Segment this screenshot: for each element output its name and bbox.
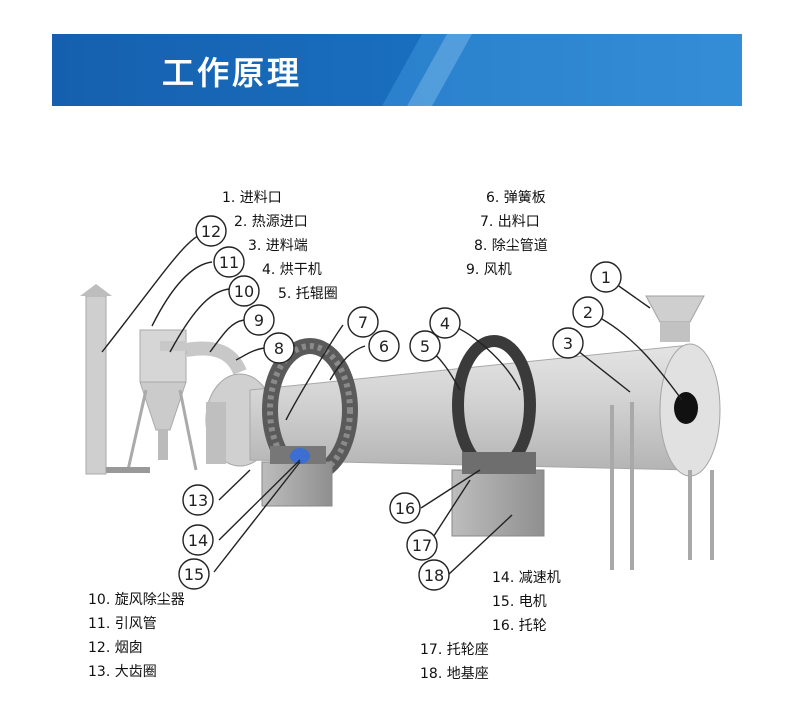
legend-item: 1. 进料口 bbox=[222, 190, 282, 206]
legend-group-top-right: 6. 弹簧板 7. 出料口 8. 除尘管道 9. 风机 bbox=[466, 186, 548, 282]
callout-circle-15 bbox=[178, 558, 210, 590]
callout-circle-6 bbox=[368, 330, 400, 362]
legend-item: 12. 烟囱 bbox=[88, 640, 143, 656]
legend-item: 16. 托轮 bbox=[492, 618, 547, 634]
callout-number-7: 7 bbox=[358, 313, 368, 332]
legend-item: 18. 地基座 bbox=[420, 666, 489, 682]
legend-item: 6. 弹簧板 bbox=[486, 190, 546, 206]
callout-number-15: 15 bbox=[184, 565, 204, 584]
feed-end-supports bbox=[610, 402, 714, 570]
callout-number-3: 3 bbox=[563, 334, 573, 353]
callout-circle-5 bbox=[409, 330, 441, 362]
callout-circle-2 bbox=[572, 296, 604, 328]
callout-number-5: 5 bbox=[420, 337, 430, 356]
callout-circle-10 bbox=[228, 275, 260, 307]
legend-item: 3. 进料端 bbox=[248, 238, 308, 254]
legend-item: 15. 电机 bbox=[492, 594, 547, 610]
callout-number-11: 11 bbox=[219, 253, 239, 272]
callout-circle-4 bbox=[429, 307, 461, 339]
callout-circle-9 bbox=[243, 304, 275, 336]
legend-item: 14. 减速机 bbox=[492, 570, 561, 586]
callout-number-14: 14 bbox=[188, 531, 208, 550]
legend-item: 17. 托轮座 bbox=[420, 642, 489, 658]
support-base-left bbox=[261, 446, 333, 507]
legend-item: 11. 引风管 bbox=[88, 616, 157, 632]
support-base-right bbox=[451, 452, 545, 537]
legend-item: 9. 风机 bbox=[466, 262, 512, 278]
header-banner: 工作原理 bbox=[52, 34, 742, 106]
banner-background bbox=[52, 34, 742, 106]
callout-circle-11 bbox=[213, 246, 245, 278]
callout-circle-7 bbox=[347, 306, 379, 338]
legend-group-bottom-center: 17. 托轮座 18. 地基座 bbox=[420, 638, 489, 686]
legend-group-top-left: 1. 进料口 2. 热源进口 3. 进料端 4. 烘干机 5. 托辊圈 bbox=[222, 186, 338, 306]
callout-number-10: 10 bbox=[234, 282, 254, 301]
callout-number-4: 4 bbox=[440, 314, 450, 333]
legend-group-bottom-left: 10. 旋风除尘器 11. 引风管 12. 烟囱 13. 大齿圈 bbox=[88, 588, 185, 684]
page-title: 工作原理 bbox=[161, 54, 302, 92]
feed-hopper bbox=[645, 295, 705, 342]
callout-number-2: 2 bbox=[583, 303, 593, 322]
callout-number-16: 16 bbox=[395, 499, 415, 518]
legend-item: 8. 除尘管道 bbox=[474, 238, 548, 254]
legend-item: 10. 旋风除尘器 bbox=[88, 592, 185, 608]
callout-number-8: 8 bbox=[274, 339, 284, 358]
legend-item: 13. 大齿圈 bbox=[88, 664, 157, 680]
callout-number-13: 13 bbox=[188, 491, 208, 510]
chimney bbox=[80, 284, 112, 475]
callout-number-17: 17 bbox=[412, 536, 432, 555]
callout-number-9: 9 bbox=[254, 311, 264, 330]
callout-circle-1 bbox=[590, 261, 622, 293]
callout-circle-12 bbox=[195, 215, 227, 247]
callout-circle-8 bbox=[263, 332, 295, 364]
callout-circle-17 bbox=[406, 529, 438, 561]
callout-number-6: 6 bbox=[379, 337, 389, 356]
callout-number-18: 18 bbox=[424, 566, 444, 585]
callout-circle-14 bbox=[182, 524, 214, 556]
callout-circle-3 bbox=[552, 327, 584, 359]
legend-item: 5. 托辊圈 bbox=[278, 286, 338, 302]
callout-number-1: 1 bbox=[601, 268, 611, 287]
leader-lines bbox=[101, 230, 683, 576]
legend-item: 7. 出料口 bbox=[480, 214, 540, 230]
legend-group-bottom-right: 14. 减速机 15. 电机 16. 托轮 bbox=[492, 566, 561, 638]
legend-item: 4. 烘干机 bbox=[262, 262, 322, 278]
callout-number-12: 12 bbox=[201, 222, 221, 241]
callout-circle-18 bbox=[418, 559, 450, 591]
callout-circle-13 bbox=[182, 484, 214, 516]
legend-item: 2. 热源进口 bbox=[234, 214, 308, 230]
callout-circle-16 bbox=[389, 492, 421, 524]
